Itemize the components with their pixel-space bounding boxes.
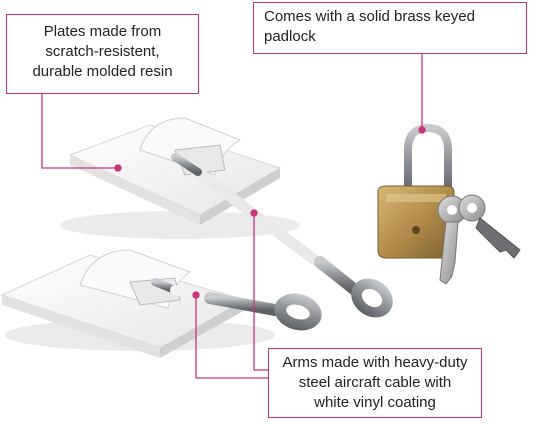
arms-leader-lower-dot: [192, 291, 200, 299]
callout-arms-line-2: steel aircraft cable with: [298, 374, 452, 391]
callout-arms: Arms made with heavy-duty steel aircraft…: [268, 348, 482, 418]
arms-leader-lower: [195, 295, 268, 379]
callout-padlock-line-2: padlock: [264, 28, 316, 45]
callout-arms-line-3: white vinyl coating: [314, 394, 436, 411]
plates-leader: [41, 94, 118, 169]
arms-leader-upper: [253, 213, 268, 371]
callout-arms-line-1: Arms made with heavy-duty: [282, 354, 468, 371]
padlock-leader-dot: [418, 126, 426, 134]
upper-arm: [171, 153, 393, 318]
padlock: [377, 123, 455, 259]
callout-plates-line-3: durable molded resin: [32, 63, 173, 80]
callout-plates-line-1: Plates made from: [43, 23, 162, 40]
callout-plates-line-2: scratch-resistent,: [45, 43, 160, 60]
leader-lines: [41, 54, 426, 379]
arms-leader-upper-dot: [250, 209, 258, 217]
callout-padlock: Comes with a solid brass keyed padlock: [253, 2, 527, 54]
callout-padlock-line-1: Comes with a solid brass keyed: [264, 8, 475, 25]
keys: [437, 194, 521, 285]
callout-plates: Plates made from scratch-resistent, dura…: [6, 14, 199, 94]
plates-leader-dot: [114, 164, 122, 172]
